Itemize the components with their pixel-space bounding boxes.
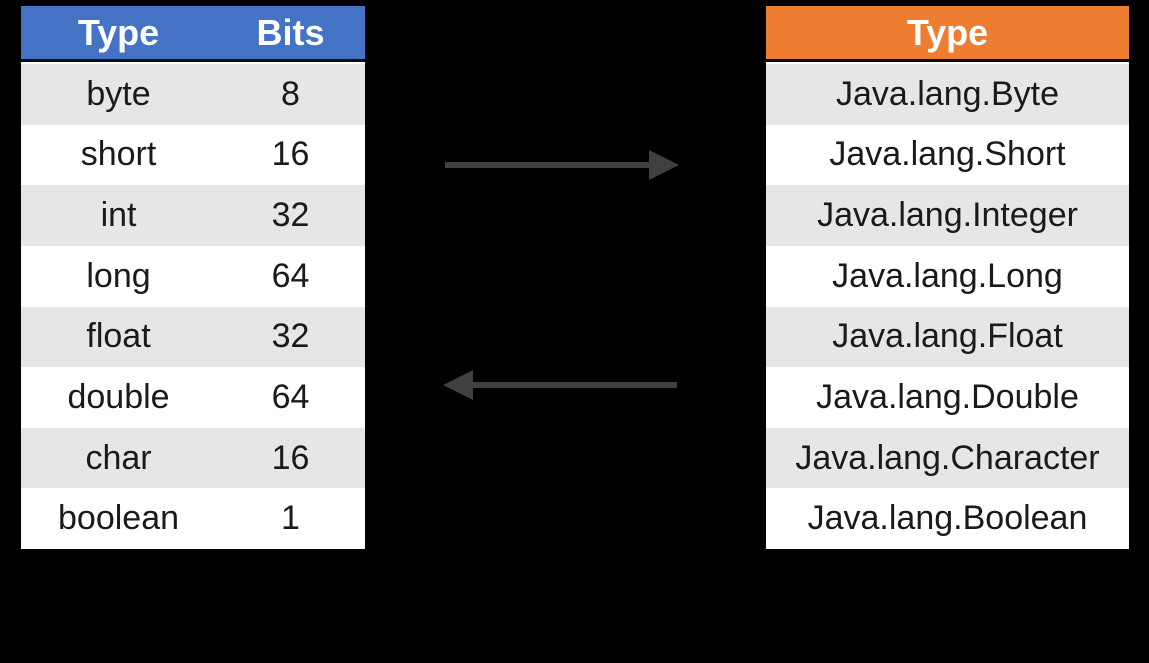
primitive-table-row: int 32 — [21, 185, 365, 246]
wrapper-table-row: Java.lang.Integer — [766, 185, 1129, 246]
wrapper-table-row: Java.lang.Short — [766, 124, 1129, 186]
primitive-table-row: double 64 — [21, 367, 365, 428]
primitive-type-cell: short — [80, 135, 157, 174]
wrapper-table-header: Type — [766, 6, 1129, 62]
primitive-table-row: short 16 — [21, 124, 365, 186]
wrapper-table-row: Java.lang.Long — [766, 245, 1129, 307]
backward-arrow-head-icon — [443, 370, 473, 400]
primitive-bits-cell: 16 — [271, 438, 310, 477]
primitive-bits-cell: 1 — [281, 499, 300, 538]
wrapper-type-cell: Java.lang.Double — [816, 377, 1079, 416]
primitive-type-table: Type Bits byte 8 short 16 int 32 long 64 float 32… — [21, 6, 365, 549]
backward-arrow — [443, 370, 677, 400]
primitive-table-row: byte 8 — [21, 64, 365, 125]
primitive-table-row: float 32 — [21, 306, 365, 368]
primitive-bits-cell: 64 — [271, 377, 310, 416]
wrapper-type-cell: Java.lang.Byte — [835, 74, 1060, 113]
primitive-bits-cell: 32 — [271, 317, 310, 356]
primitive-table-row: long 64 — [21, 245, 365, 307]
wrapper-type-cell: Java.lang.Float — [832, 317, 1063, 356]
wrapper-type-cell: Java.lang.Integer — [817, 196, 1078, 235]
primitive-table-row: boolean 1 — [21, 488, 365, 549]
wrapper-table-row: Java.lang.Character — [766, 427, 1129, 489]
wrapper-table-row: Java.lang.Boolean — [766, 488, 1129, 549]
forward-arrow-head-icon — [649, 150, 679, 180]
primitive-bits-cell: 16 — [271, 135, 310, 174]
forward-arrow — [445, 150, 679, 180]
primitive-bits-cell: 64 — [271, 256, 310, 295]
primitive-table-row: char 16 — [21, 427, 365, 489]
primitive-bits-cell: 32 — [271, 196, 310, 235]
wrapper-type-cell: Java.lang.Long — [832, 256, 1063, 295]
wrapper-table-row: Java.lang.Double — [766, 367, 1129, 428]
primitive-type-cell: double — [67, 377, 170, 416]
wrapper-type-cell: Java.lang.Boolean — [807, 499, 1088, 538]
primitive-type-cell: byte — [86, 74, 151, 113]
primitive-type-cell: float — [86, 317, 151, 356]
wrapper-type-cell: Java.lang.Short — [829, 135, 1066, 174]
primitive-table-header: Type Bits — [21, 6, 365, 62]
wrapper-header-type: Type — [906, 11, 989, 53]
primitive-bits-cell: 8 — [281, 74, 300, 113]
primitive-type-cell: int — [100, 196, 137, 235]
wrapper-table-row: Java.lang.Float — [766, 306, 1129, 368]
primitive-header-bits: Bits — [256, 11, 325, 53]
primitive-type-cell: char — [85, 438, 152, 477]
primitive-table-body: byte 8 short 16 int 32 long 64 float 32 double 64 ch… — [21, 62, 365, 549]
primitive-type-cell: boolean — [58, 499, 180, 538]
wrapper-table-row: Java.lang.Byte — [766, 64, 1129, 125]
primitive-header-type: Type — [77, 11, 160, 53]
primitive-type-cell: long — [86, 256, 151, 295]
wrapper-type-cell: Java.lang.Character — [795, 438, 1100, 477]
